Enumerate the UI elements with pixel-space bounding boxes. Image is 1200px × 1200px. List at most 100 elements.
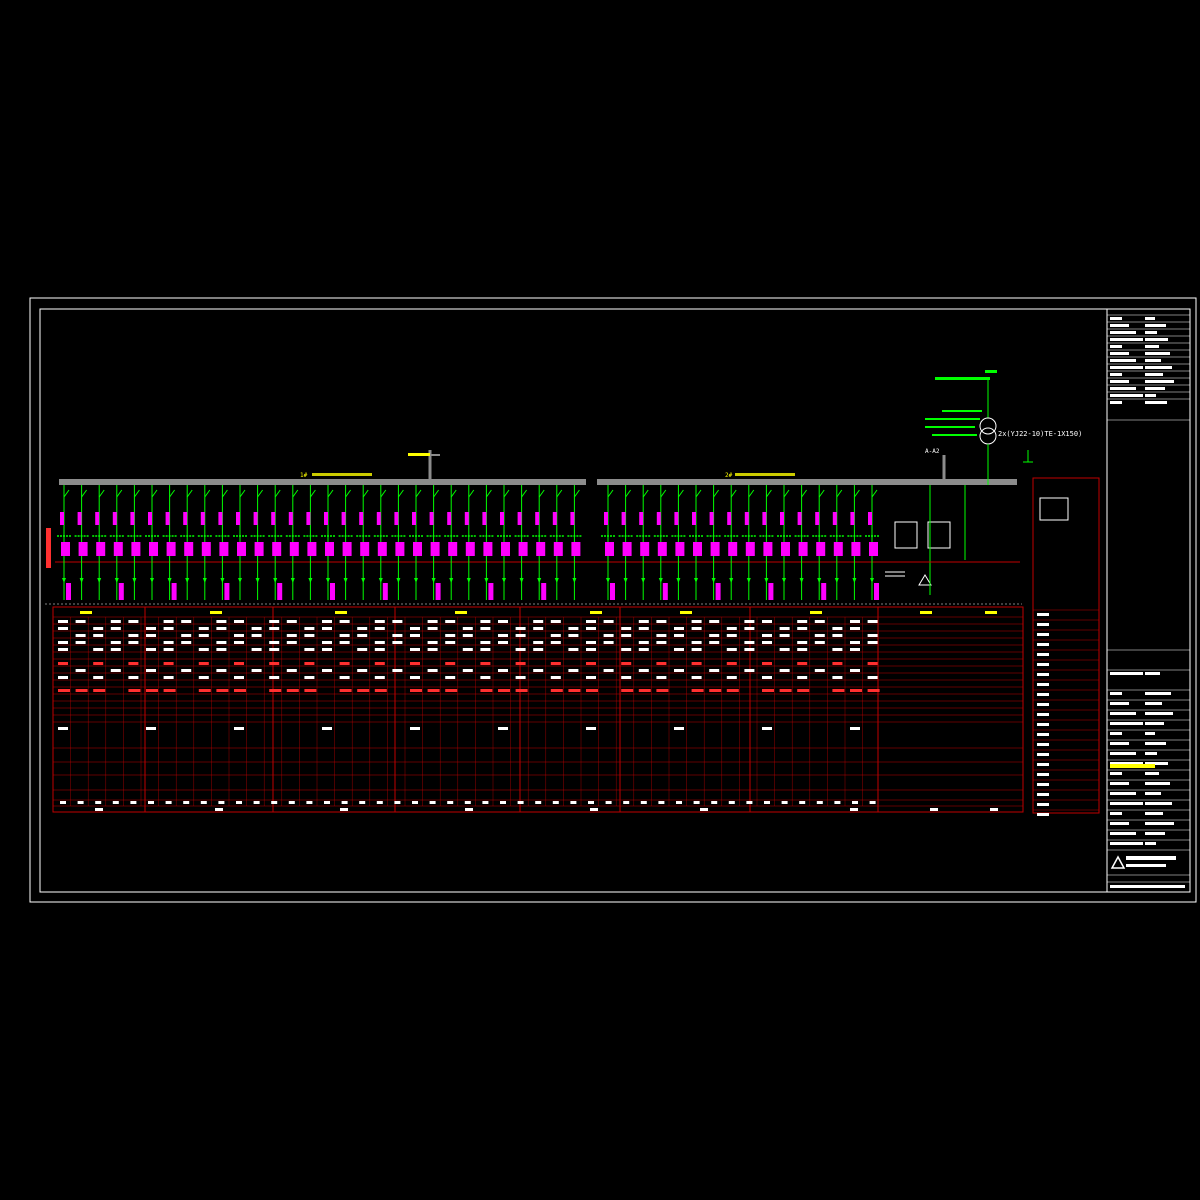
breaker-marker <box>797 512 802 525</box>
feeder-7 <box>162 485 177 600</box>
section-footer-label <box>990 808 998 811</box>
isolator-switch <box>503 489 510 498</box>
table-cell-text <box>762 727 772 730</box>
table-cell-number <box>746 801 753 804</box>
outgoing-arrow <box>729 578 734 583</box>
table-cell-text <box>726 648 737 651</box>
feeder-24 <box>461 485 476 600</box>
parameter-row-text <box>1037 803 1049 806</box>
isolator-switch <box>433 489 440 498</box>
table-cell-text <box>850 648 860 651</box>
table-cell-text <box>322 620 332 623</box>
table-cell-text <box>550 689 563 692</box>
breaker-marker <box>359 512 364 525</box>
isolator-switch <box>695 489 702 498</box>
table-cell-text <box>269 641 280 644</box>
meter-marker <box>553 542 563 556</box>
meter-marker <box>78 542 88 556</box>
outgoing-arrow <box>114 578 119 583</box>
breaker-marker <box>376 512 381 525</box>
outgoing-arrow <box>554 578 559 583</box>
table-cell-text <box>814 634 825 637</box>
outer-sheet-border <box>29 297 1197 903</box>
isolator-switch <box>783 489 790 498</box>
breaker-marker <box>552 512 557 525</box>
table-cell-text <box>709 669 720 672</box>
table-cell-number <box>764 801 770 804</box>
meter-marker <box>536 542 546 556</box>
section-header-label <box>810 611 822 614</box>
section-footer-label <box>930 808 938 811</box>
table-cell-number <box>271 801 278 804</box>
table-cell-text <box>322 669 332 672</box>
isolator-switch <box>345 489 352 498</box>
table-cell-text <box>638 669 649 672</box>
table-cell-text <box>586 641 596 644</box>
table-cell-text <box>498 669 508 672</box>
table-cell-text <box>392 669 403 672</box>
table-cell-text <box>832 676 843 679</box>
table-cell-text <box>603 641 614 644</box>
table-cell-number <box>623 801 630 804</box>
feeder-18 <box>356 485 371 600</box>
table-cell-text <box>814 620 825 623</box>
feeder-16 <box>321 485 335 600</box>
parameter-row-text <box>1037 713 1049 716</box>
feeder-11 <box>233 485 247 600</box>
isolator-switch <box>98 489 105 498</box>
breaker-marker <box>464 512 469 525</box>
load-marker <box>541 583 547 600</box>
breaker-marker <box>148 512 152 525</box>
table-cell-text <box>850 627 860 630</box>
table-cell-text <box>146 689 158 692</box>
isolator-switch <box>607 489 614 498</box>
isolator-switch <box>239 489 246 498</box>
table-cell-text <box>146 727 156 730</box>
table-cell-text <box>58 641 68 644</box>
isolator-switch <box>450 489 457 498</box>
title-row-value-1 <box>1145 317 1155 320</box>
table-cell-text <box>797 689 810 692</box>
meter-marker <box>325 542 334 556</box>
meter-marker <box>96 542 106 556</box>
outgoing-arrow <box>378 578 383 583</box>
table-cell-text <box>322 648 332 651</box>
table-cell-text <box>410 727 420 730</box>
breaker-marker <box>447 512 452 525</box>
table-cell-text <box>234 634 244 637</box>
table-cell-text <box>850 641 860 644</box>
table-cell-text <box>533 669 544 672</box>
feeder-12 <box>250 485 265 600</box>
feeder-10 <box>215 485 230 600</box>
isolator-switch <box>380 489 387 498</box>
table-cell-text <box>621 627 632 630</box>
company-logo <box>1110 855 1176 869</box>
table-cell-text <box>374 641 385 644</box>
breaker-marker <box>674 512 679 525</box>
table-cell-text <box>304 627 315 630</box>
meter-marker <box>622 542 632 556</box>
load-marker <box>715 583 721 600</box>
table-cell-number <box>165 801 172 804</box>
table-cell-text <box>163 662 174 665</box>
meter-marker <box>710 542 720 556</box>
table-cell-text <box>533 620 544 623</box>
section-footer-label <box>465 808 473 811</box>
table-cell-text <box>691 676 702 679</box>
outgoing-arrow <box>132 578 137 583</box>
outgoing-arrow <box>273 578 278 583</box>
table-cell-number <box>253 801 260 804</box>
outgoing-arrow <box>185 578 190 583</box>
isolator-switch <box>871 489 878 498</box>
table-cell-text <box>867 641 878 644</box>
title-row-text-16 <box>1110 672 1143 675</box>
table-cell-number <box>852 801 858 804</box>
table-cell-text <box>709 689 722 692</box>
meter-marker <box>657 542 667 556</box>
parameter-row-text <box>1037 653 1049 656</box>
table-cell-text <box>269 689 282 692</box>
breaker-marker <box>762 512 767 525</box>
breaker-marker <box>692 512 696 525</box>
table-cell-text <box>198 676 209 679</box>
feeder-32 <box>618 485 633 600</box>
